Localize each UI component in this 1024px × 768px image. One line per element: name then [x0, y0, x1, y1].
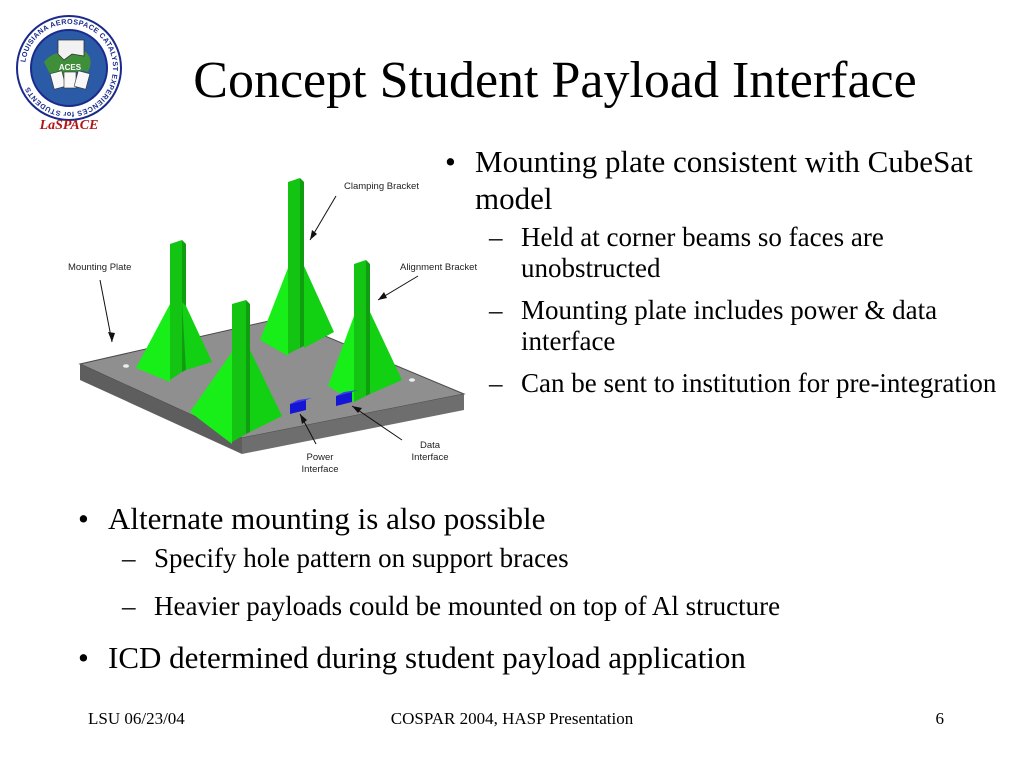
- arrowhead: [378, 292, 387, 300]
- dash-glyph: –: [489, 368, 503, 398]
- footer-event: COSPAR 2004, HASP Presentation: [390, 709, 634, 728]
- arrowhead: [300, 414, 307, 424]
- label-power-interface-line1: Power: [307, 452, 334, 463]
- mounting-plate-left-edge: [80, 364, 242, 454]
- bullet-text: Alternate mounting is also possible: [108, 501, 546, 536]
- logo-brand-text: LaSPACE: [39, 118, 99, 133]
- mounting-plate-right-edge: [242, 394, 464, 454]
- top-bullet-list: • Mounting plate consistent with CubeSat…: [445, 143, 1010, 410]
- label-mounting-plate: Mounting Plate: [68, 262, 131, 273]
- arrowhead: [108, 332, 115, 342]
- sub-bullet-item: – Heavier payloads could be mounted on t…: [122, 591, 1008, 622]
- label-data-interface-line2: Interface: [412, 452, 449, 463]
- power-connector: [290, 398, 312, 414]
- payload-interface-figure: Clamping Bracket Mounting Plate Alignmen…: [68, 178, 477, 474]
- sub-bullet-text: Held at corner beams so faces are unobst…: [521, 222, 884, 283]
- plate-hole: [123, 364, 129, 368]
- sub-bullet-item: – Held at corner beams so faces are unob…: [489, 222, 1010, 284]
- bullet-glyph: •: [78, 501, 89, 536]
- sub-bullet-list: – Specify hole pattern on support braces…: [122, 543, 1008, 622]
- bullet-text: ICD determined during student payload ap…: [108, 640, 746, 675]
- bracket-right: [328, 260, 402, 402]
- plate-hole: [409, 378, 415, 382]
- bracket-back-left: [136, 240, 212, 382]
- dash-glyph: –: [489, 222, 503, 252]
- label-power-interface-line2: Interface: [302, 464, 339, 474]
- dash-glyph: –: [122, 543, 136, 573]
- sub-bullet-item: – Specify hole pattern on support braces: [122, 543, 1008, 574]
- sub-bullet-item: – Mounting plate includes power & data i…: [489, 295, 1010, 357]
- data-connector: [336, 390, 358, 406]
- bottom-bullet-list: • Alternate mounting is also possible – …: [78, 500, 1008, 676]
- sub-bullet-text: Heavier payloads could be mounted on top…: [154, 591, 781, 621]
- bracket-back-center: [260, 178, 334, 356]
- dash-glyph: –: [489, 295, 503, 325]
- sub-bullet-text: Specify hole pattern on support braces: [154, 543, 569, 573]
- bullet-glyph: •: [445, 144, 456, 179]
- sub-bullet-item: – Can be sent to institution for pre-int…: [489, 368, 1010, 399]
- leader-mounting-plate: [99, 279, 113, 343]
- logo-center-text: ACES: [59, 63, 82, 72]
- bullet-glyph: •: [78, 640, 89, 675]
- sub-bullet-text: Mounting plate includes power & data int…: [521, 295, 938, 356]
- bullet-item: • Mounting plate consistent with CubeSat…: [445, 143, 1010, 217]
- bullet-item: • ICD determined during student payload …: [78, 639, 1008, 676]
- leader-data-interface: [351, 405, 403, 441]
- arrowhead: [352, 406, 362, 413]
- footer-date: LSU 06/23/04: [88, 709, 185, 728]
- arrowhead: [310, 230, 317, 240]
- label-alignment-bracket: Alignment Bracket: [400, 262, 477, 273]
- bullet-item: • Alternate mounting is also possible: [78, 500, 1008, 537]
- laspace-logo: ACES LOUISIANA AEROSPACE CATALYST EXPERI…: [16, 15, 122, 133]
- slide-title: Concept Student Payload Interface: [193, 52, 917, 109]
- bullet-text: Mounting plate consistent with CubeSat m…: [475, 144, 973, 216]
- label-clamping-bracket: Clamping Bracket: [344, 181, 419, 192]
- sub-bullet-text: Can be sent to institution for pre-integ…: [521, 368, 997, 398]
- dash-glyph: –: [122, 591, 136, 621]
- bracket-front: [190, 300, 282, 444]
- label-data-interface-line1: Data: [420, 440, 441, 451]
- sub-bullet-list: – Held at corner beams so faces are unob…: [489, 222, 1010, 399]
- footer-page-number: 6: [935, 709, 945, 728]
